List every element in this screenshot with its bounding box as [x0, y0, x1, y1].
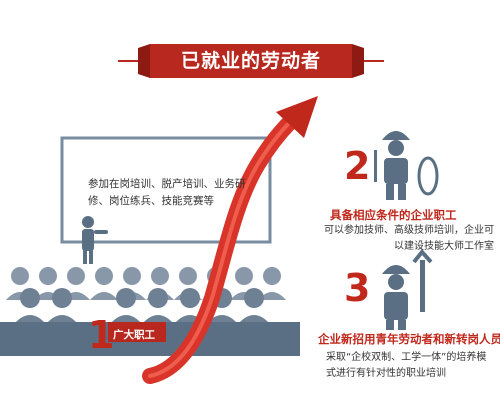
audience-icon: [0, 267, 300, 356]
step1-label: 广大职工: [113, 329, 155, 341]
page-title: 已就业的劳动者: [180, 50, 321, 72]
worker-screwdriver-icon: [374, 131, 439, 200]
step2-description: 可以参加技师、高级技师培训，企业可以建设技能大师工作室: [324, 225, 494, 252]
step2-number: 2: [344, 144, 371, 188]
presenter-figure-icon: [82, 216, 108, 264]
step1-label-bar: [108, 322, 166, 342]
step3-label: 企业新招用青年劳动者和新转岗人员: [318, 332, 500, 346]
step3-number: 3: [344, 266, 371, 310]
step2-label: 具备相应条件的企业职工: [330, 208, 457, 222]
board-text: 参加在岗培训、脱产培训、业务研修、岗位练兵、技能竞赛等: [88, 178, 246, 207]
worker-wrench-icon: [382, 248, 433, 330]
step1-number: 1: [88, 313, 115, 357]
title-banner: [118, 44, 384, 78]
step3-description: 采取“企校双制、工学一体”的培养模式进行有针对性的职业培训: [326, 352, 487, 379]
growth-arrow-icon: [142, 96, 318, 384]
